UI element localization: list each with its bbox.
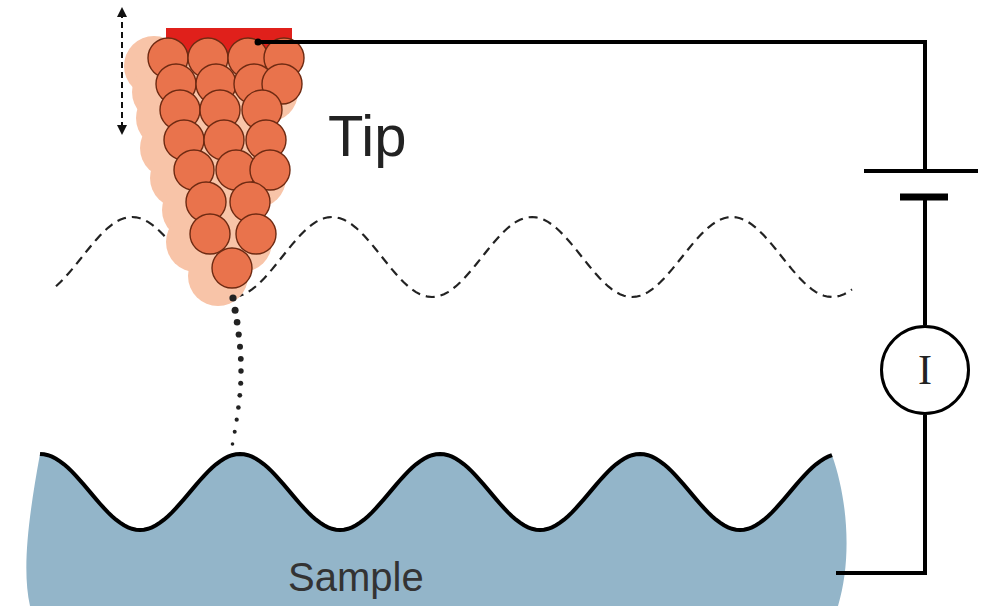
atom [236, 214, 276, 254]
node-label: Tip [328, 102, 406, 169]
tunnel-dot [236, 405, 241, 410]
wire-contact [255, 39, 262, 46]
tunnel-dot [232, 307, 239, 314]
tunnel-dot [234, 319, 241, 326]
tunnel-dot [238, 381, 243, 386]
tunnel-dot [238, 368, 243, 373]
tip-atoms [148, 38, 304, 288]
tunnel-dot [236, 331, 242, 337]
tunnel-dot [237, 344, 243, 350]
sample-body [26, 454, 846, 606]
tunnel-dot [237, 393, 242, 398]
tunnel-dot [233, 430, 237, 434]
battery-plate [864, 169, 978, 173]
tunneling-dots [229, 294, 243, 445]
tunnel-dot [229, 294, 236, 301]
tunnel-dot [235, 418, 239, 422]
atom [212, 248, 252, 288]
circuit-wire [836, 415, 925, 573]
motion-arrow [121, 12, 123, 130]
atom [190, 214, 230, 254]
tip-node: Tip [130, 20, 420, 310]
node-label: Sample [288, 555, 424, 600]
sample-surface [40, 454, 832, 530]
node-label: I [918, 349, 932, 391]
sample-node: Sample [40, 445, 840, 610]
ammeter-circle: I [880, 325, 970, 415]
circuit-wire [420, 42, 925, 325]
tunnel-dot [231, 442, 235, 446]
wire [258, 40, 420, 44]
tunnel-dot [238, 356, 244, 362]
